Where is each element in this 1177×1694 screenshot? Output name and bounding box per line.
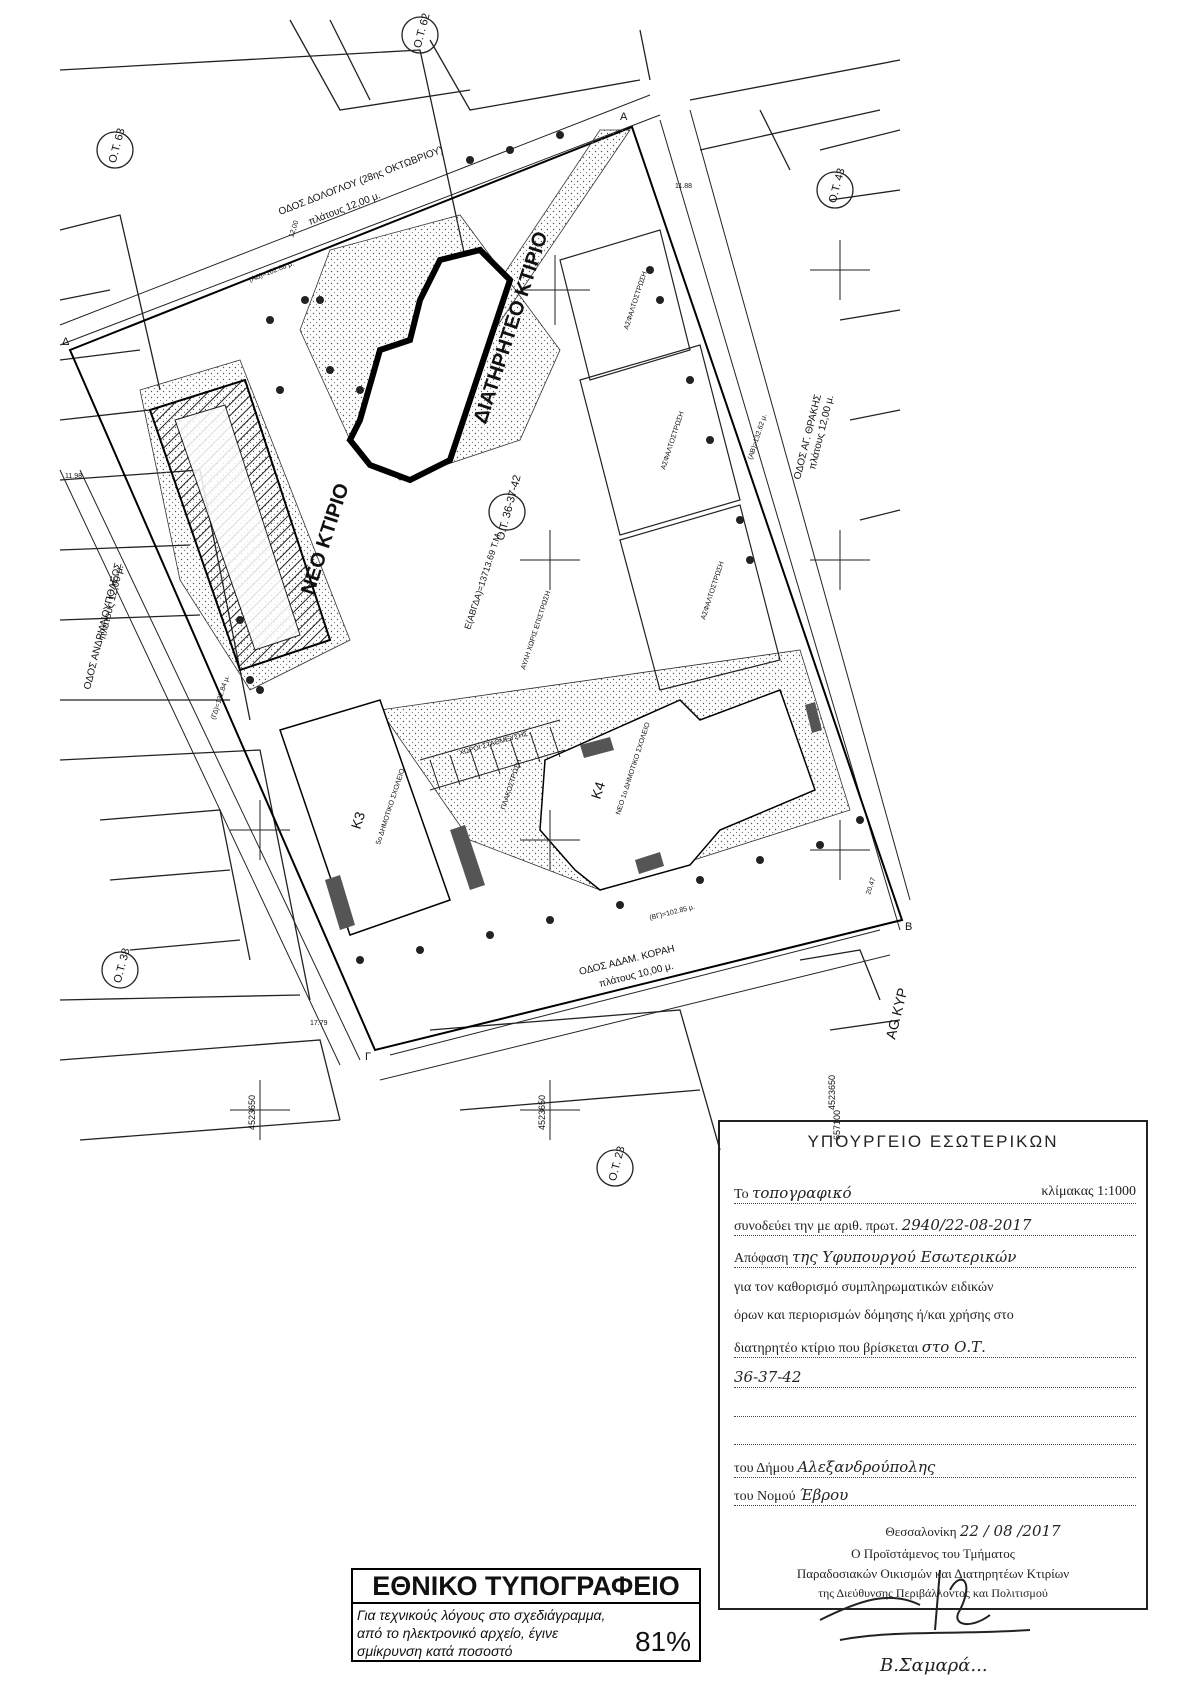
label-ot-main: Ο.Τ. 36-37-42 bbox=[495, 474, 524, 542]
point-b: Β bbox=[905, 921, 912, 933]
coord-x1: 657100 bbox=[832, 1110, 842, 1140]
grid-crosses bbox=[230, 240, 870, 1140]
signature-scribble bbox=[819, 1569, 1031, 1641]
stamp-line-2: συνοδεύει την με αριθ. πρωτ. 2940/22-08-… bbox=[734, 1216, 1136, 1236]
dim-ab: (ΑΒ)=132.62 μ. bbox=[747, 413, 768, 460]
printing-office-text-1: Για τεχνικούς λόγους στο σχεδιάγραμμα, bbox=[357, 1607, 606, 1623]
stamp-line-6-hand: στο Ο.Τ. bbox=[921, 1338, 986, 1356]
stamp-municipality: του Δήμου Αλεξανδρούπολης bbox=[734, 1458, 1136, 1478]
printing-office-title: ΕΘΝΙΚΟ ΤΥΠΟΓΡΑΦΕΙΟ bbox=[353, 1570, 699, 1604]
label-asphalt-1: ΑΣΦΑΛΤΟΣΤΡΩΣΗ bbox=[623, 271, 648, 331]
stamp-line-3: Απόφαση της Υφυπουργού Εσωτερικών bbox=[734, 1248, 1136, 1268]
label-k3: Κ3 bbox=[348, 809, 369, 830]
stamp-municipality-hand: Αλεξανδρούπολης bbox=[797, 1458, 936, 1476]
stamp-line-2-pre: συνοδεύει την με αριθ. πρωτ. bbox=[734, 1219, 899, 1234]
dim-2047: 20.47 bbox=[865, 877, 877, 896]
label-area: Ε(ΑΒΓΔΑ)=13713.69 Τ.Μ. bbox=[462, 530, 503, 630]
asphalt-areas bbox=[559, 229, 781, 691]
dim-1188: 11.88 bbox=[675, 183, 692, 190]
coord-y1: 4523650 bbox=[247, 1095, 257, 1130]
stamp-line-1: Το τοπογραφικό κλίμακας 1:1000 bbox=[734, 1184, 1136, 1204]
stamp-signer: Β.Σαμαρά... bbox=[880, 1655, 988, 1676]
new-building bbox=[148, 378, 332, 672]
stamp-blank-1 bbox=[734, 1398, 1136, 1417]
point-g: Γ bbox=[365, 1051, 371, 1063]
stamp-date-pre: Θεσσαλονίκη bbox=[885, 1524, 957, 1539]
preserved-building bbox=[346, 246, 514, 484]
stamp-prefecture-hand: Έβρου bbox=[799, 1486, 849, 1504]
dim-11: 11.98 bbox=[65, 473, 82, 480]
point-a: Α bbox=[620, 111, 628, 123]
stamp-line-6-pre: διατηρητέο κτίριο που βρίσκεται bbox=[734, 1341, 919, 1356]
dim-12: 12,00 bbox=[288, 220, 300, 239]
stamp-line-2-hand: 2940/22-08-2017 bbox=[901, 1216, 1032, 1234]
coordinate-labels: 4523650 4523650 4523650 657100 bbox=[247, 1075, 842, 1140]
block-circles bbox=[96, 16, 854, 1187]
coord-y2: 4523650 bbox=[537, 1095, 547, 1130]
stamp-line-3-pre: Απόφαση bbox=[734, 1251, 789, 1266]
printing-office-percent: 81% bbox=[634, 1626, 691, 1657]
coord-y3: 4523650 bbox=[827, 1075, 837, 1110]
dark-markers bbox=[325, 702, 822, 930]
stamp-line-4: για τον καθορισμό συμπληρωματικών ειδικώ… bbox=[734, 1280, 994, 1295]
stamp-municipality-pre: του Δήμου bbox=[734, 1461, 795, 1476]
stamp-blank-2 bbox=[734, 1426, 1136, 1445]
parking-spaces bbox=[419, 719, 566, 791]
stamp-date: Θεσσαλονίκη 22 / 08 /2017 bbox=[800, 1522, 1146, 1540]
stamp-prefecture-pre: του Νομού bbox=[734, 1489, 796, 1504]
trees bbox=[236, 131, 864, 964]
point-d: Δ bbox=[62, 336, 70, 348]
plot-boundary bbox=[68, 125, 904, 1052]
printing-office-text-2: από το ηλεκτρονικό αρχείο, έγινε bbox=[357, 1625, 559, 1641]
printing-office-text: Για τεχνικούς λόγους στο σχεδιάγραμμα, α… bbox=[353, 1604, 699, 1662]
stamp-line-6: διατηρητέο κτίριο που βρίσκεται στο Ο.Τ. bbox=[734, 1338, 1136, 1358]
national-printing-office-box: ΕΘΝΙΚΟ ΤΥΠΟΓΡΑΦΕΙΟ Για τεχνικούς λόγους … bbox=[351, 1568, 701, 1662]
label-asphalt-3: ΑΣΦΑΛΤΟΣΤΡΩΣΗ bbox=[700, 561, 725, 621]
ministry-stamp: ΥΠΟΥΡΓΕΙΟ ΕΣΩΤΕΡΙΚΩΝ Το τοπογραφικό κλίμ… bbox=[718, 1120, 1148, 1610]
stamp-line-7: 36-37-42 bbox=[734, 1368, 1136, 1388]
stamp-ministry: ΥΠΟΥΡΓΕΙΟ ΕΣΩΤΕΡΙΚΩΝ bbox=[807, 1132, 1059, 1151]
dim-bg: (ΒΓ)=102.85 μ. bbox=[649, 904, 696, 922]
stamp-sig-3: της Διεύθυνσης Περιβάλλοντος και Πολιτισ… bbox=[818, 1586, 1048, 1600]
stamp-line-1-pre: Το bbox=[734, 1187, 749, 1202]
printing-office-text-3: σμίκρυνση κατά ποσοστό bbox=[357, 1643, 513, 1659]
stamp-line-1-hand: τοπογραφικό bbox=[752, 1184, 852, 1202]
stamp-sig-2: Παραδοσιακών Οικισμών και Διατηρητέων Κτ… bbox=[796, 1566, 1070, 1581]
stamp-line-7-hand: 36-37-42 bbox=[734, 1368, 802, 1386]
label-k4: Κ4 bbox=[588, 779, 609, 800]
corner-points: Α Β Γ Δ bbox=[62, 111, 912, 1063]
stamp-line-5: όρων και περιορισμών δόμησης ή/και χρήση… bbox=[734, 1308, 1014, 1323]
stamp-prefecture: του Νομού Έβρου bbox=[734, 1486, 1136, 1506]
label-asphalt-2: ΑΣΦΑΛΤΟΣΤΡΩΣΗ bbox=[660, 411, 685, 471]
street-ag-kyr: AG KYP bbox=[882, 986, 910, 1040]
stamp-line-1-post: κλίμακας 1:1000 bbox=[1041, 1184, 1136, 1199]
building-k3 bbox=[279, 699, 451, 936]
stamp-date-hand: 22 / 08 /2017 bbox=[959, 1522, 1061, 1540]
label-uncovered: ΑΥΛΗ ΧΩΡΙΣ ΕΠΙΣΤΡΩΣΗ bbox=[520, 590, 552, 670]
dim-1779: 17.79 bbox=[310, 1020, 328, 1027]
stamp-line-3-hand: της Υφυπουργού Εσωτερικών bbox=[791, 1248, 1017, 1266]
stamp-sig-1: Ο Προϊστάμενος του Τμήματος bbox=[851, 1546, 1015, 1561]
